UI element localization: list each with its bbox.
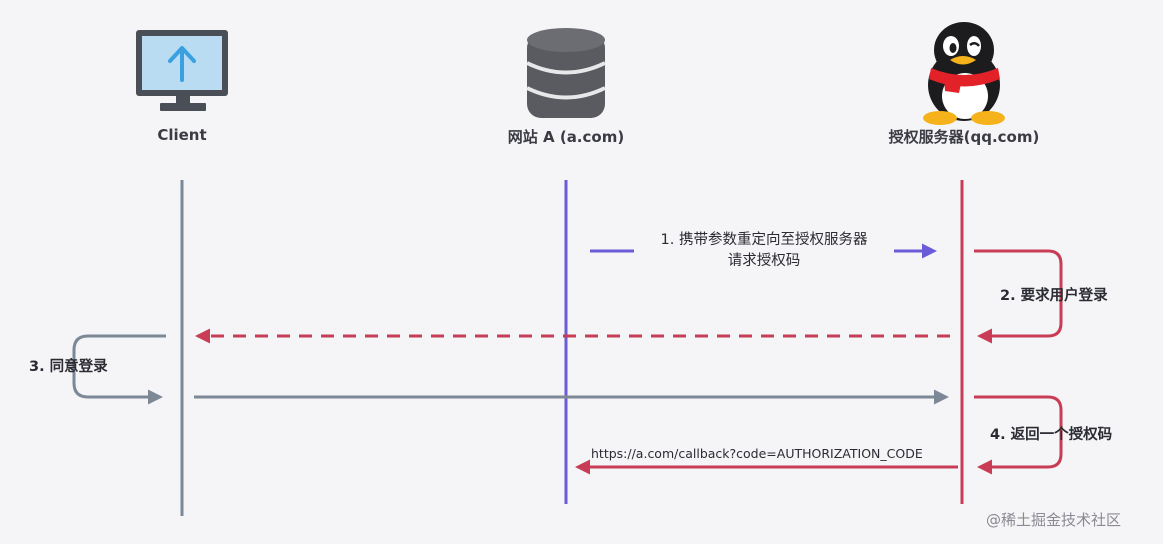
client-label: Client xyxy=(157,126,207,144)
callback-url-label: https://a.com/callback?code=AUTHORIZATIO… xyxy=(591,446,923,461)
site-label: 网站 A (a.com) xyxy=(507,128,625,146)
step4-self-loop xyxy=(974,395,1063,475)
monitor-icon xyxy=(136,30,228,111)
watermark: @稀土掘金技术社区 xyxy=(986,511,1122,529)
database-icon xyxy=(526,28,606,118)
step2-self-loop xyxy=(974,249,1063,344)
step3-self-loop xyxy=(72,334,166,405)
step3-label: 3. 同意登录 xyxy=(29,359,108,375)
step1-label: 1. 携带参数重定向至授权服务器 请求授权码 xyxy=(636,230,892,272)
auth-label: 授权服务器(qq.com) xyxy=(888,128,1040,146)
step1-label-line1: 1. 携带参数重定向至授权服务器 xyxy=(660,232,868,248)
penguin-icon xyxy=(923,22,1005,125)
step2-label: 2. 要求用户登录 xyxy=(1000,288,1108,304)
step4-label: 4. 返回一个授权码 xyxy=(990,427,1113,443)
step1-label-line2: 请求授权码 xyxy=(727,253,801,269)
